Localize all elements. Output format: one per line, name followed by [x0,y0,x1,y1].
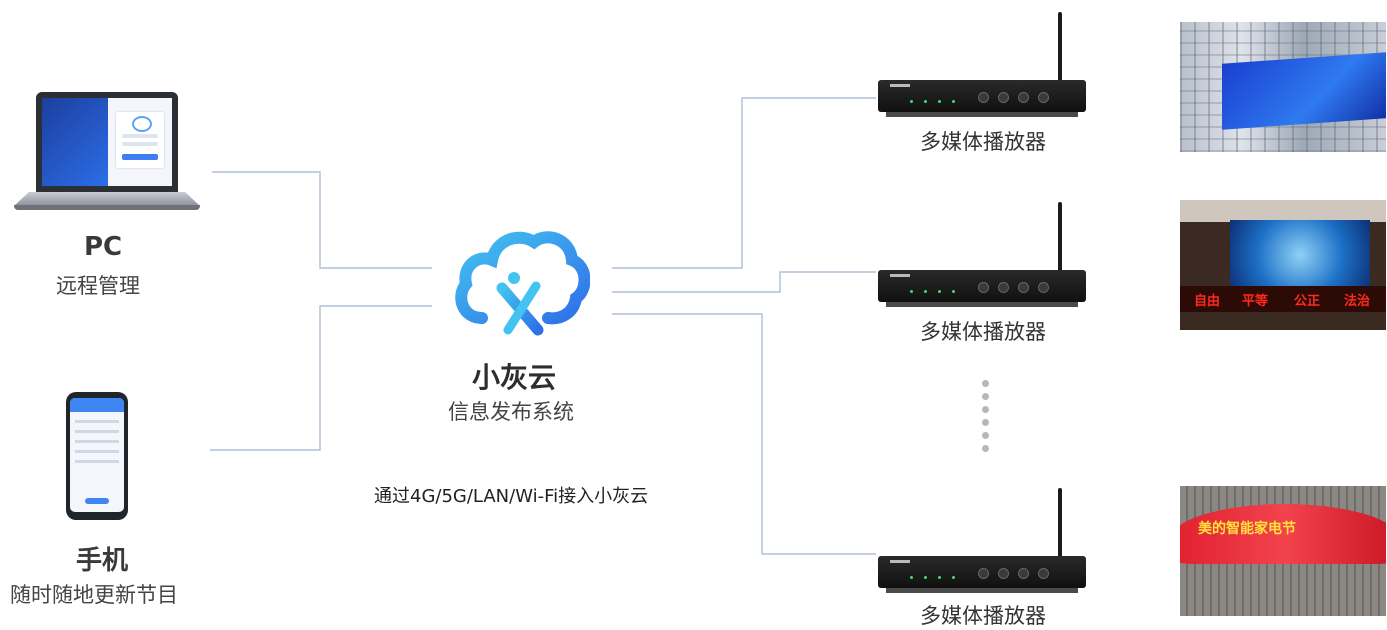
media-player-device [878,202,1086,310]
player-label-2: 多媒体播放器 [920,320,1046,344]
cloud-subtitle: 信息发布系统 [448,400,574,424]
smartphone-icon [66,392,128,520]
cloud-name: 小灰云 [472,361,557,394]
player-label-3: 多媒体播放器 [920,604,1046,628]
cloud-logo-icon [455,231,590,336]
billboard-word: 法治 [1344,294,1371,309]
pc-title: PC [84,232,123,262]
led-screen-photo-curved: 美的智能家电节 [1180,486,1386,616]
phone-title: 手机 [76,546,129,576]
led-screen-photo-street: 自由 平等 公正 法治 [1180,200,1386,330]
banner-text: 美的智能家电节 [1198,521,1296,537]
player-label-1: 多媒体播放器 [920,130,1046,154]
pc-subtitle: 远程管理 [56,274,140,298]
media-player-device [878,12,1086,120]
line-cloud-to-player-3 [612,313,876,555]
line-pc-to-cloud [212,171,432,269]
billboard-word: 公正 [1294,294,1321,309]
media-player-device [878,488,1086,596]
led-screen-photo-building [1180,22,1386,152]
billboard-word: 平等 [1242,294,1269,309]
more-devices-ellipsis [982,380,990,460]
access-note: 通过4G/5G/LAN/Wi-Fi接入小灰云 [374,486,649,507]
line-phone-to-cloud [210,305,432,451]
laptop-icon [14,92,200,216]
billboard-word: 自由 [1194,294,1221,309]
phone-subtitle: 随时随地更新节目 [10,583,178,607]
line-cloud-to-player-1 [612,97,876,269]
line-cloud-to-player-2 [612,271,876,293]
